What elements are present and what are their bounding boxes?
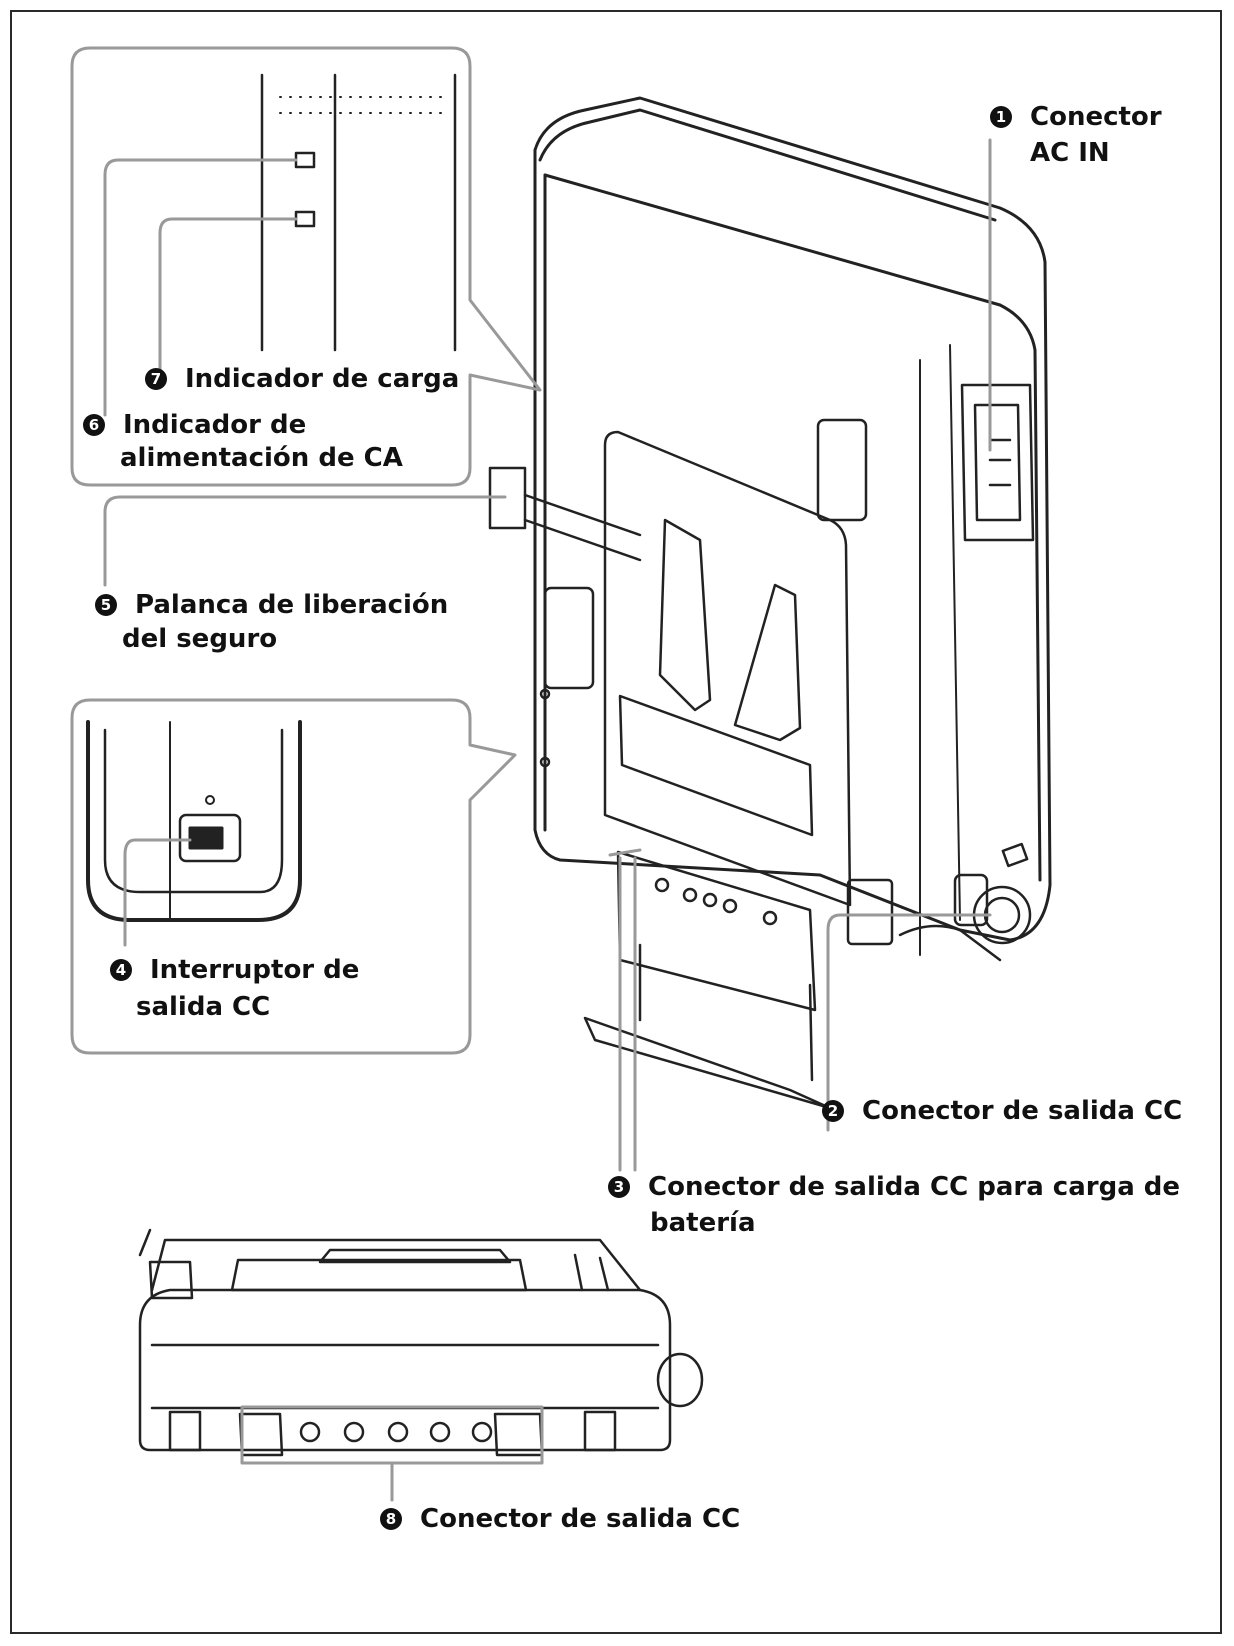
callout-2: 2 Conector de salida CC xyxy=(822,1094,1182,1128)
callout-1-line2: AC IN xyxy=(1030,138,1110,168)
ac-in-connector-part xyxy=(960,383,1035,542)
charge-connector-part xyxy=(583,850,832,1110)
callout-1-text: Conector xyxy=(1030,102,1162,132)
zoom-box-indicators xyxy=(70,46,542,487)
callout-5: 5 Palanca de liberación xyxy=(95,588,448,622)
callout-8: 8 Conector de salida CC xyxy=(380,1502,740,1536)
callout-2-number: 2 xyxy=(822,1100,844,1122)
callout-1: 1 Conector xyxy=(990,100,1162,134)
callout-6-number: 6 xyxy=(83,414,105,436)
callout-6-text: Indicador de xyxy=(123,410,307,440)
callout-6: 6 Indicador de xyxy=(83,408,306,442)
bottom-view-unit xyxy=(138,1228,704,1457)
callout-7: 7 Indicador de carga xyxy=(145,362,459,396)
callout-2-text: Conector de salida CC xyxy=(862,1096,1183,1126)
callout-1-number: 1 xyxy=(990,106,1012,128)
callout-4-text: Interruptor de xyxy=(150,955,360,985)
callout-4-number: 4 xyxy=(110,959,132,981)
callout-7-text: Indicador de carga xyxy=(185,364,460,394)
release-lever-part xyxy=(488,466,642,562)
callout-7-number: 7 xyxy=(145,368,167,390)
callout-4: 4 Interruptor de xyxy=(110,953,359,987)
callout-5-number: 5 xyxy=(95,594,117,616)
callout-3-text: Conector de salida CC para carga de xyxy=(648,1172,1181,1202)
leader-lines xyxy=(103,138,992,1172)
callout-3: 3 Conector de salida CC para carga de xyxy=(608,1170,1180,1204)
callout-3-number: 3 xyxy=(608,1176,630,1198)
mounting-plate xyxy=(603,430,852,907)
callout-6-line2: alimentación de CA xyxy=(120,443,403,473)
zoom-box-switch xyxy=(70,698,517,1055)
callout-5-line2: del seguro xyxy=(122,624,278,654)
callout-8-text: Conector de salida CC xyxy=(420,1504,741,1534)
side-blocks xyxy=(533,418,894,946)
figure-frame xyxy=(10,10,1222,1634)
callout-8-number: 8 xyxy=(380,1508,402,1530)
callout-5-text: Palanca de liberación xyxy=(135,590,449,620)
bottom-connector-row xyxy=(240,1405,544,1502)
callout-3-line2: batería xyxy=(650,1208,756,1238)
callout-4-line2: salida CC xyxy=(136,992,271,1022)
